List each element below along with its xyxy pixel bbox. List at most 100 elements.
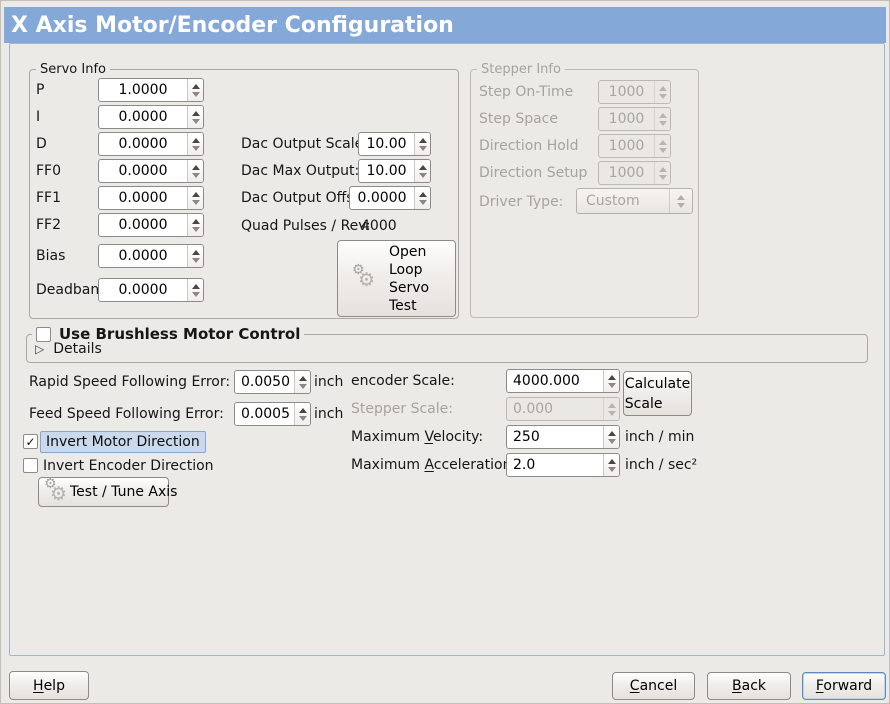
spin-up-icon[interactable]	[191, 164, 200, 170]
spin-down-icon[interactable]	[191, 199, 200, 205]
spinner-arrows	[414, 133, 430, 155]
spin-down-icon[interactable]	[191, 118, 200, 124]
spin-up-icon[interactable]	[298, 375, 307, 381]
spin-up-icon[interactable]	[607, 458, 616, 464]
maximum-velocity-label: Maximum Velocity:	[351, 429, 484, 445]
d-label: D	[36, 136, 47, 152]
maximum-acceleration-value[interactable]: 2.0	[513, 457, 536, 473]
spin-down-icon[interactable]	[298, 383, 307, 389]
spin-down-icon[interactable]	[418, 172, 427, 178]
ff0-value[interactable]: 0.0000	[118, 163, 168, 179]
dac-output-scale-value[interactable]: 10.00	[366, 136, 407, 152]
quad-pulses-label: Quad Pulses / Rev:	[241, 218, 371, 234]
feed-following-error-spinbox[interactable]: 0.0005	[234, 402, 311, 426]
direction-hold-value: 1000	[608, 138, 645, 154]
spin-up-icon[interactable]	[191, 218, 200, 224]
spinner-arrows	[187, 245, 203, 267]
calculate-scale-button[interactable]: Calculate Scale	[623, 371, 692, 416]
dac-output-offset-spinbox[interactable]: 0.0000	[349, 186, 431, 210]
feed-following-error-value[interactable]: 0.0005	[241, 406, 290, 422]
spin-up-icon[interactable]	[191, 137, 200, 143]
spin-up-icon[interactable]	[191, 249, 200, 255]
test-tune-axis-button[interactable]: ⚙ ⚙ Test / Tune Axis	[38, 476, 177, 507]
spinner-arrows	[654, 81, 670, 103]
invert-motor-label[interactable]: Invert Motor Direction	[40, 431, 206, 453]
rapid-following-error-spinbox[interactable]: 0.0050	[234, 370, 311, 394]
encoder-scale-spinbox[interactable]: 4000.000	[506, 369, 620, 393]
p-label: P	[36, 82, 45, 98]
deadband-spinbox[interactable]: 0.0000	[98, 278, 204, 302]
spin-up-icon	[658, 139, 667, 145]
dac-output-scale-spinbox[interactable]: 10.00	[358, 132, 431, 156]
dac-max-output-label: Dac Max Output:	[241, 163, 360, 179]
invert-encoder-label[interactable]: Invert Encoder Direction	[43, 458, 214, 474]
spin-down-icon[interactable]	[191, 172, 200, 178]
ff2-label: FF2	[36, 217, 62, 233]
spin-down-icon[interactable]	[191, 145, 200, 151]
spin-up-icon[interactable]	[607, 374, 616, 380]
invert-motor-checkbox[interactable]: ✓	[23, 434, 38, 449]
brushless-frame: Use Brushless Motor Control ▷ Details	[26, 325, 868, 363]
invert-encoder-checkbox[interactable]	[23, 458, 38, 473]
ff1-value[interactable]: 0.0000	[118, 190, 168, 206]
p-spinbox[interactable]: 1.0000	[98, 78, 204, 102]
direction-hold-spinbox: 1000	[598, 134, 671, 158]
spin-up-icon[interactable]	[191, 283, 200, 289]
spin-down-icon[interactable]	[418, 199, 427, 205]
spin-up-icon[interactable]	[418, 137, 427, 143]
spin-up-icon[interactable]	[418, 164, 427, 170]
spin-up-icon[interactable]	[298, 407, 307, 413]
dac-max-output-spinbox[interactable]: 10.00	[358, 159, 431, 183]
feed-following-error-unit: inch	[314, 406, 344, 422]
maximum-acceleration-spinbox[interactable]: 2.0	[506, 453, 620, 477]
spin-down-icon[interactable]	[191, 91, 200, 97]
spin-up-icon[interactable]	[191, 191, 200, 197]
spinner-arrows	[187, 187, 203, 209]
use-brushless-checkbox[interactable]	[36, 327, 51, 342]
spin-down-icon[interactable]	[191, 226, 200, 232]
dac-max-output-value[interactable]: 10.00	[366, 163, 407, 179]
maximum-velocity-spinbox[interactable]: 250	[506, 425, 620, 449]
spin-down-icon[interactable]	[607, 382, 616, 388]
i-spinbox[interactable]: 0.0000	[98, 105, 204, 129]
spin-down-icon[interactable]	[607, 438, 616, 444]
ff0-spinbox[interactable]: 0.0000	[98, 159, 204, 183]
forward-button[interactable]: Forward	[802, 672, 886, 700]
spin-down-icon[interactable]	[191, 291, 200, 297]
spinner-arrows	[294, 403, 310, 425]
back-button[interactable]: Back	[707, 672, 791, 700]
spin-down-icon[interactable]	[607, 466, 616, 472]
direction-setup-value: 1000	[608, 165, 645, 181]
spin-down-icon[interactable]	[191, 257, 200, 263]
maximum-velocity-value[interactable]: 250	[513, 429, 540, 445]
deadband-value[interactable]: 0.0000	[118, 282, 168, 298]
ff2-value[interactable]: 0.0000	[118, 217, 168, 233]
use-brushless-label[interactable]: Use Brushless Motor Control	[59, 325, 301, 343]
d-spinbox[interactable]: 0.0000	[98, 132, 204, 156]
cancel-button[interactable]: Cancel	[612, 672, 695, 700]
spin-down-icon[interactable]	[298, 415, 307, 421]
spin-up-icon[interactable]	[191, 110, 200, 116]
bias-value[interactable]: 0.0000	[118, 248, 168, 264]
bias-spinbox[interactable]: 0.0000	[98, 244, 204, 268]
spin-up-icon	[658, 85, 667, 91]
help-button[interactable]: Help	[9, 671, 89, 700]
ff2-spinbox[interactable]: 0.0000	[98, 213, 204, 237]
details-expander[interactable]: ▷ Details	[35, 341, 102, 357]
i-value[interactable]: 0.0000	[118, 109, 168, 125]
dac-output-offset-value[interactable]: 0.0000	[357, 190, 407, 206]
encoder-scale-value[interactable]: 4000.000	[513, 373, 580, 389]
spin-up-icon[interactable]	[607, 430, 616, 436]
open-loop-servo-test-button[interactable]: ⚙ ⚙ Open Loop Servo Test	[337, 240, 456, 317]
spin-up-icon[interactable]	[418, 191, 427, 197]
d-value[interactable]: 0.0000	[118, 136, 168, 152]
spin-down-icon[interactable]	[418, 145, 427, 151]
ff1-spinbox[interactable]: 0.0000	[98, 186, 204, 210]
ff1-label: FF1	[36, 190, 62, 206]
p-value[interactable]: 1.0000	[118, 82, 168, 98]
spinner-arrows	[654, 162, 670, 184]
spin-up-icon[interactable]	[191, 83, 200, 89]
step-space-label: Step Space	[479, 111, 558, 127]
rapid-following-error-value[interactable]: 0.0050	[241, 374, 290, 390]
spin-down-icon	[607, 410, 616, 416]
